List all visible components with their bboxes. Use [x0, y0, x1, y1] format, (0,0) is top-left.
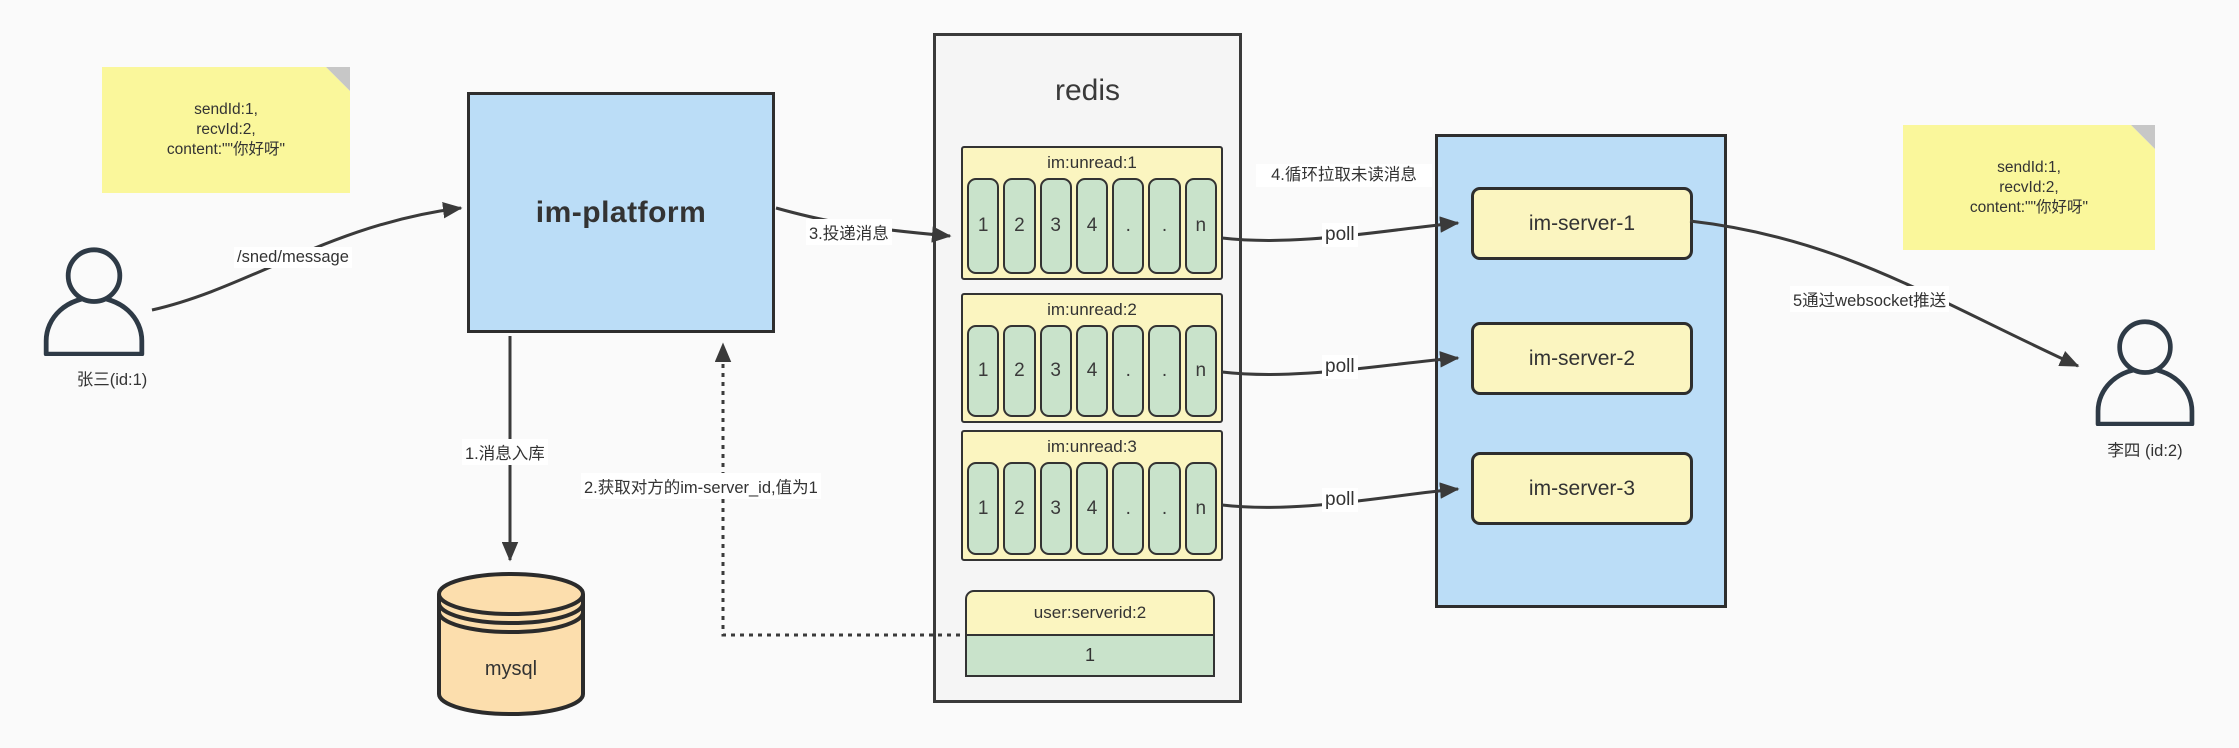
queue-cell: 2 [1003, 462, 1036, 555]
im-platform-box: im-platform [467, 92, 775, 333]
im-server-cluster: im-server-1 im-server-2 im-server-3 [1435, 134, 1727, 608]
queue-cell: . [1148, 462, 1181, 555]
message-note-left: sendId:1, recvId:2, content:""你好呀" [102, 67, 350, 193]
im-server-1-label: im-server-1 [1528, 211, 1636, 235]
unread-cells: 1 2 3 4 . . n [967, 462, 1217, 555]
queue-cell: 3 [1039, 462, 1072, 555]
queue-cell: . [1148, 325, 1181, 417]
unread-list-2: im:unread:2 1 2 3 4 . . n [961, 293, 1223, 423]
queue-cell: 4 [1075, 462, 1109, 555]
queue-cell: 1 [967, 178, 1000, 274]
unread-list-1: im:unread:1 1 2 3 4 . . n [961, 146, 1223, 280]
mapping-key: user:serverid:2 [965, 590, 1215, 636]
note-line: sendId:1, [1997, 158, 2061, 176]
redis-title: redis [1054, 74, 1121, 107]
user-icon-receiver [2095, 319, 2195, 426]
note-line: content:""你好呀" [166, 141, 286, 158]
queue-cell: 3 [1039, 325, 1072, 417]
unread-cells: 1 2 3 4 . . n [967, 178, 1217, 274]
unread-list-3: im:unread:3 1 2 3 4 . . n [961, 430, 1223, 561]
mapping-value: 1 [965, 633, 1215, 677]
redis-container: redis im:unread:1 1 2 3 4 . . n im:unrea… [933, 33, 1242, 703]
queue-cell: 3 [1039, 178, 1072, 274]
im-server-3-box: im-server-3 [1471, 452, 1693, 525]
poll-label-3: poll [1322, 488, 1358, 512]
unread-list-title: im:unread:3 [1047, 436, 1137, 456]
queue-cell: n [1184, 178, 1217, 274]
user-serverid-mapping: user:serverid:2 1 [965, 590, 1215, 677]
queue-cell: . [1112, 178, 1145, 274]
message-note-right: sendId:1, recvId:2, content:""你好呀" [1903, 125, 2155, 250]
unread-cells: 1 2 3 4 . . n [967, 325, 1217, 417]
im-server-2-box: im-server-2 [1471, 322, 1693, 395]
poll-label-2: poll [1322, 355, 1358, 379]
queue-cell: n [1184, 325, 1217, 417]
im-server-1-box: im-server-1 [1471, 187, 1693, 260]
queue-cell: 4 [1075, 325, 1109, 417]
im-server-2-label: im-server-2 [1528, 346, 1636, 370]
step1-label: 1.消息入库 [462, 439, 548, 465]
im-server-3-label: im-server-3 [1528, 476, 1636, 500]
poll-label-1: poll [1322, 223, 1358, 247]
step3-label: 3.投递消息 [806, 219, 892, 245]
queue-cell: 1 [967, 462, 1000, 555]
queue-cell: 1 [967, 325, 1000, 417]
queue-cell: . [1112, 325, 1145, 417]
note-line: content:""你好呀" [1969, 198, 2089, 216]
step2-label: 2.获取对方的im-server_id,值为1 [581, 473, 821, 499]
step4-label: 4.循环拉取未读消息 [1256, 164, 1432, 187]
receiver-label: 李四 (id:2) [2107, 442, 2183, 460]
step5-label: 5通过websocket推送 [1790, 286, 1950, 312]
unread-list-title: im:unread:2 [1047, 299, 1137, 319]
send-api-label: /sned/message [234, 247, 352, 268]
note-line: sendId:1, [194, 101, 258, 118]
note-line: recvId:2, [1999, 178, 2059, 196]
unread-list-title: im:unread:1 [1047, 152, 1137, 172]
sender-label: 张三(id:1) [76, 371, 148, 389]
mysql-database-icon [437, 572, 585, 716]
mysql-label: mysql [484, 658, 538, 680]
queue-cell: . [1148, 178, 1181, 274]
queue-cell: 4 [1075, 178, 1109, 274]
queue-cell: 2 [1003, 325, 1036, 417]
queue-cell: 2 [1003, 178, 1036, 274]
im-platform-label: im-platform [535, 195, 707, 229]
queue-cell: . [1112, 462, 1145, 555]
queue-cell: n [1184, 462, 1217, 555]
note-line: recvId:2, [196, 121, 256, 138]
user-icon-sender [43, 247, 145, 356]
